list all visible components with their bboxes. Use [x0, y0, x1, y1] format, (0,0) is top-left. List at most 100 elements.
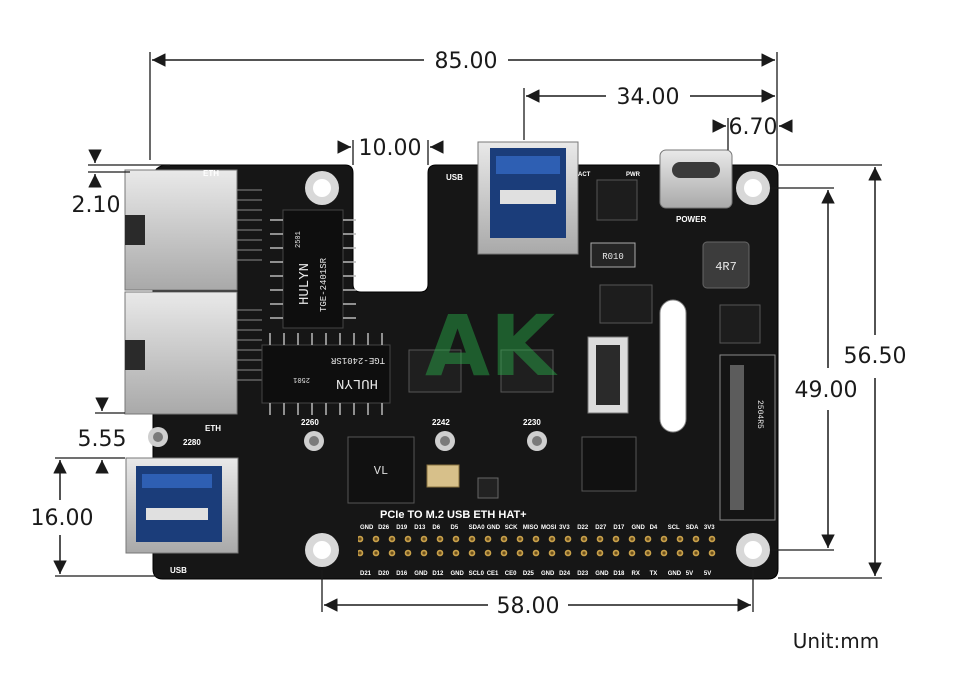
standoff-2230 — [527, 431, 547, 451]
gpio-pin-label: D16 — [396, 571, 408, 577]
gpio-pin-label: CE0 — [505, 571, 517, 577]
pcb-board: HULYN TGE-2401SR 2501 HULYN TGE-2401SR 2… — [124, 141, 779, 580]
usb-a-port-bottom — [125, 457, 239, 554]
fpc-connector — [587, 336, 629, 414]
silk-2230: 2230 — [523, 418, 541, 427]
mosfet-1 — [596, 179, 638, 221]
transformer-1-brand: HULYN — [297, 263, 313, 305]
gpio-pin-label: D21 — [360, 571, 372, 577]
gpio-pin-label: SCL — [668, 525, 680, 531]
gpio-pin-label: SDA — [686, 525, 699, 531]
gpio-pin-label: D22 — [577, 525, 589, 531]
gpio-pin-label: GND — [451, 571, 465, 577]
silk-act: ACT — [578, 172, 591, 178]
gpio-pin-label: 3V3 — [704, 525, 715, 531]
silk-pwr: PWR — [626, 172, 641, 178]
dim-offset-34: 34.00 — [617, 85, 680, 110]
svg-text:VL: VL — [374, 464, 388, 478]
dim-usb-height: 16.00 — [31, 506, 94, 531]
gpio-pin-label: D20 — [378, 571, 390, 577]
silk-2260: 2260 — [301, 418, 319, 427]
gpio-pin-label: D5 — [451, 525, 459, 531]
dim-notch-width: 10.00 — [359, 136, 422, 161]
gpio-pin-label: GND — [595, 571, 609, 577]
gpio-pin-label: D17 — [613, 525, 625, 531]
gpio-pin-label: CE1 — [487, 571, 499, 577]
inductor-label: 4R7 — [715, 260, 737, 274]
crystal-oscillator — [426, 464, 460, 488]
m2-slot-label: 2504R5 — [755, 400, 764, 429]
gpio-pin-label: D27 — [595, 525, 607, 531]
dim-width-total: 85.00 — [435, 49, 498, 74]
gpio-pin-label: GND — [632, 525, 646, 531]
silk-usb-top: USB — [446, 173, 463, 182]
ethernet-transformer-upper: HULYN TGE-2401SR 2501 — [270, 209, 356, 329]
gpio-pin-label: D23 — [577, 571, 589, 577]
dimension-lines — [55, 52, 882, 612]
gpio-pin-label: D6 — [432, 525, 440, 531]
standoff-2242 — [435, 431, 455, 451]
silk-2280: 2280 — [183, 438, 201, 447]
gpio-pin-label: SCK — [505, 525, 518, 531]
gpio-pin-label: D19 — [396, 525, 408, 531]
gpio-pin-label: GND — [414, 571, 428, 577]
dim-hole-spacing-v: 49.00 — [795, 378, 858, 403]
small-chip — [477, 477, 499, 499]
mounting-hole-top-right — [736, 171, 770, 205]
gpio-pin-label: TX — [650, 571, 658, 577]
rj45-jack-lower — [124, 291, 262, 415]
dimension-arrows — [53, 53, 882, 612]
transformer-2-num: 2501 — [293, 375, 310, 383]
usb-c-power-port — [659, 149, 733, 209]
mounting-hole-bottom-left — [305, 533, 339, 567]
gpio-pin-label: SDA0 — [469, 525, 486, 531]
ethernet-transformer-lower: HULYN TGE-2401SR 2501 — [261, 333, 391, 415]
mosfet-2 — [599, 284, 653, 324]
gpio-pin-label: MISO — [523, 525, 539, 531]
dim-offset-6-70: 6.70 — [729, 115, 778, 140]
dim-eth-offset: 2.10 — [72, 193, 121, 218]
gpio-pin-label: MOSI — [541, 525, 557, 531]
dim-usb-offset: 5.55 — [78, 427, 127, 452]
dim-height-total: 56.50 — [844, 344, 907, 369]
mounting-hole-bottom-right — [736, 533, 770, 567]
m2-slot: 2504R5 — [719, 354, 776, 521]
gpio-pin-label: GND — [668, 571, 682, 577]
gpio-header — [358, 533, 720, 563]
dim-hole-spacing-h: 58.00 — [497, 594, 560, 619]
transformer-1-code: TGE-2401SR — [319, 257, 329, 312]
transformer-1-num: 2501 — [295, 231, 303, 248]
gpio-pin-label: RX — [632, 571, 640, 577]
standoff-2280 — [148, 427, 168, 447]
silk-power: POWER — [676, 215, 706, 224]
silk-2242: 2242 — [432, 418, 450, 427]
board-slot — [659, 299, 687, 433]
gpio-pin-label: D26 — [378, 525, 390, 531]
unit-label: Unit:mm — [793, 629, 879, 653]
ethernet-chip-left — [408, 349, 462, 393]
gpio-pin-label: 3V3 — [559, 525, 570, 531]
main-controller-chip: VL — [347, 436, 415, 504]
transformer-2-brand: HULYN — [336, 375, 378, 391]
gpio-pin-label: GND — [487, 525, 501, 531]
usb-a-port-top — [477, 141, 579, 255]
resistor-label: R010 — [602, 252, 624, 262]
usb-hub-chip — [581, 436, 637, 492]
silk-eth-bottom: ETH — [205, 424, 221, 433]
board-title: PCIe TO M.2 USB ETH HAT+ — [380, 509, 527, 521]
shunt-resistor: R010 — [590, 242, 636, 268]
gpio-pin-label: SCL0 — [469, 571, 485, 577]
ethernet-chip-right — [500, 349, 554, 393]
gpio-pin-label: D12 — [432, 571, 444, 577]
gpio-pin-label: GND — [541, 571, 555, 577]
gpio-pin-label: 5V — [686, 571, 693, 577]
silk-eth-top: ETH — [203, 169, 219, 178]
mounting-hole-top-left — [305, 171, 339, 205]
gpio-pin-label: D18 — [613, 571, 625, 577]
gpio-pin-label: D25 — [523, 571, 535, 577]
gpio-pin-label: D4 — [650, 525, 658, 531]
gpio-pin-label: D13 — [414, 525, 426, 531]
